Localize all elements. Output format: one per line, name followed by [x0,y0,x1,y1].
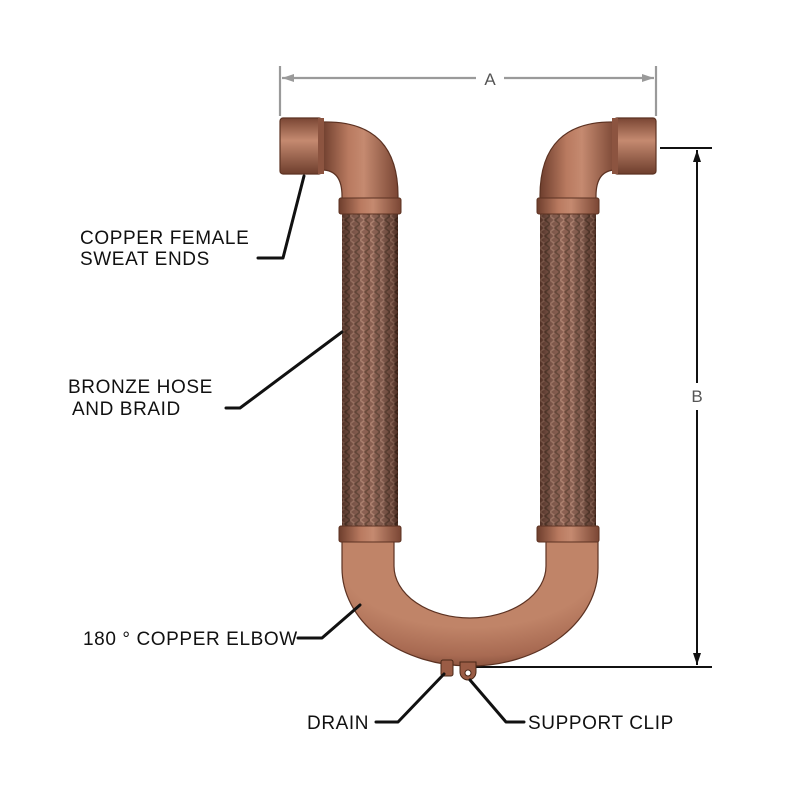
copper-ends-label-line1: COPPER FEMALE [80,228,249,249]
right-sweat-end [613,117,657,175]
hose-label-line1: BRONZE HOSE [68,377,213,398]
support-clip-label: SUPPORT CLIP [528,713,674,734]
left-bottom-ferrule [338,525,402,543]
dimension-a-arrow-right [642,74,654,82]
dimension-b-arrow-bottom [693,653,701,665]
dimension-a: A [278,66,658,116]
u-loop-assembly [279,117,657,681]
left-upper-elbow [321,121,399,205]
right-sweat-end-collar [612,118,618,174]
drain-label: DRAIN [307,713,369,734]
elbow-leader [296,603,362,640]
dimension-a-arrow-left [282,74,294,82]
dimension-b-arrow-top [693,150,701,162]
dimension-a-label: A [484,70,496,89]
callout-labels: COPPER FEMALE SWEAT ENDS BRONZE HOSE AND… [68,228,674,734]
right-top-ferrule [536,197,600,215]
leader-lines [224,174,526,724]
drain-leader [374,672,446,724]
left-sweat-end [279,117,323,175]
support-clip-leader [468,678,526,724]
right-braided-hose-shading [540,206,596,536]
right-upper-elbow [539,121,617,205]
hose-label-line2: AND BRAID [72,399,181,420]
dimension-b: B [476,147,712,668]
elbow-label: 180 ° COPPER ELBOW [83,629,298,650]
copper-ends-leader [256,174,306,260]
support-clip-hole [464,669,472,677]
copper-ends-label-line2: SWEAT ENDS [80,249,210,270]
left-braided-hose-shading [342,206,398,536]
left-sweat-end-collar [318,118,324,174]
right-bottom-ferrule [536,525,600,543]
left-top-ferrule [338,197,402,215]
copper-elbow-180 [341,539,599,667]
drain-fitting [440,659,454,677]
hose-leader [224,330,344,410]
dimension-b-label: B [691,387,702,406]
